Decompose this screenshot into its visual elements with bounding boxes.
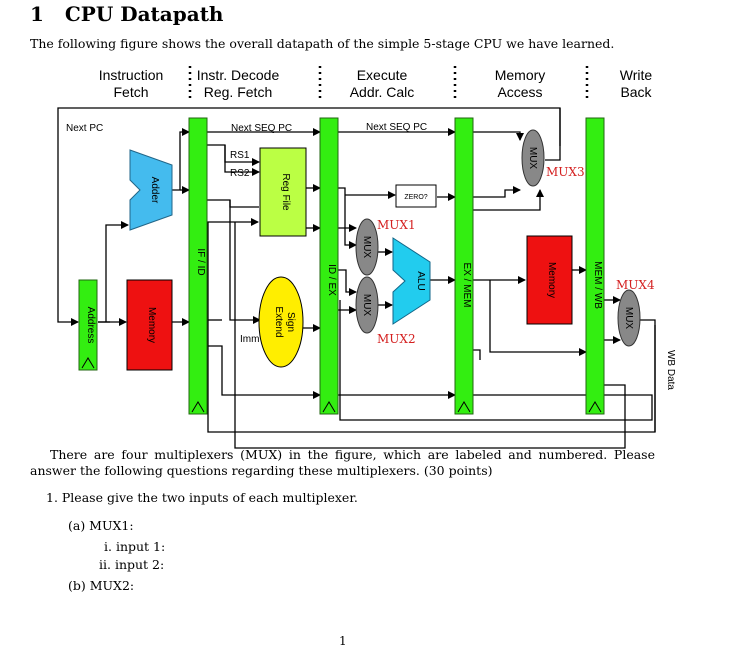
stage-ex-line2: Addr. Calc (350, 84, 415, 100)
rs2-label: RS2 (230, 168, 250, 179)
zero-check-block (395, 184, 437, 208)
intro-text: The following figure shows the overall d… (30, 36, 615, 51)
stage-wb-line1: Write (620, 67, 653, 83)
section-title: CPU Datapath (64, 2, 224, 26)
mux1-text: MUX (361, 236, 372, 259)
mux3-label: MUX3 (546, 165, 585, 179)
ex-mem-register (454, 117, 474, 415)
address-label: Address (85, 307, 96, 344)
id-ex-register (319, 117, 339, 415)
question-intro-paragraph: There are four multiplexers (MUX) in the… (30, 447, 655, 478)
mux3-text: MUX (527, 147, 538, 170)
alu-label: ALU (415, 271, 426, 290)
if-id-register (188, 117, 208, 415)
mux1-label: MUX1 (377, 218, 416, 232)
data-memory-label: Memory (546, 262, 557, 298)
clock-icon (588, 401, 602, 413)
mux2-text: MUX (361, 294, 372, 317)
wb-data-label: WB Data (665, 350, 676, 390)
mux2-shape (355, 276, 379, 334)
mux4-shape (617, 289, 641, 347)
stage-headers: Instruction Fetch Instr. Decode Reg. Fet… (99, 67, 653, 100)
rs1-label: RS1 (230, 150, 250, 161)
adder-label: Adder (149, 177, 160, 204)
stage-if-line1: Instruction (99, 67, 164, 83)
mem-wb-register (585, 117, 605, 415)
stage-separators (188, 66, 589, 102)
imm-label: Imm (240, 334, 259, 345)
pipeline-registers: IF / ID ID / EX EX / MEM MEM / WB (188, 117, 605, 415)
adder-block (129, 149, 173, 231)
page-number: 1 (339, 634, 347, 648)
mux4-label: MUX4 (616, 278, 655, 292)
next-pc-label: Next PC (66, 123, 103, 134)
sign-extend-label-1: Sign (285, 312, 296, 332)
alu-block (392, 237, 431, 325)
datapath-wires (57, 107, 656, 449)
reg-file-label: Reg File (280, 173, 291, 211)
stage-id-line1: Instr. Decode (197, 67, 280, 83)
stage-mem-line1: Memory (495, 67, 546, 83)
section-heading: 1 CPU Datapath (30, 2, 223, 26)
sign-extend-block (258, 276, 304, 368)
register-file-block (259, 147, 307, 237)
next-seq-pc-label-1: Next SEQ PC (231, 123, 292, 134)
clock-icon (191, 401, 205, 413)
mux3-shape (521, 129, 545, 187)
instruction-memory-block (126, 279, 173, 371)
mux1-shape (355, 218, 379, 276)
section-number: 1 (30, 2, 44, 26)
stage-wb-line2: Back (620, 84, 652, 100)
clock-icon (81, 357, 95, 369)
mem-wb-label: MEM / WB (592, 261, 603, 309)
data-memory-block (526, 235, 573, 325)
clock-icon (457, 401, 471, 413)
instruction-memory-label: Memory (146, 307, 157, 343)
stage-ex-line1: Execute (357, 67, 408, 83)
stage-if-line2: Fetch (113, 84, 148, 100)
zero-label: ZERO? (404, 194, 427, 201)
ex-mem-label: EX / MEM (461, 262, 472, 307)
sign-extend-label-2: Extend (273, 306, 284, 337)
pc-address-register (78, 279, 98, 371)
next-seq-pc-label-2: Next SEQ PC (366, 122, 427, 133)
mux4-text: MUX (623, 307, 634, 330)
if-id-label: IF / ID (195, 248, 206, 275)
clock-icon (322, 401, 336, 413)
stage-id-line2: Reg. Fetch (204, 84, 272, 100)
mux2-label: MUX2 (377, 332, 416, 346)
id-ex-label: ID / EX (326, 264, 337, 296)
stage-mem-line2: Access (497, 84, 542, 100)
